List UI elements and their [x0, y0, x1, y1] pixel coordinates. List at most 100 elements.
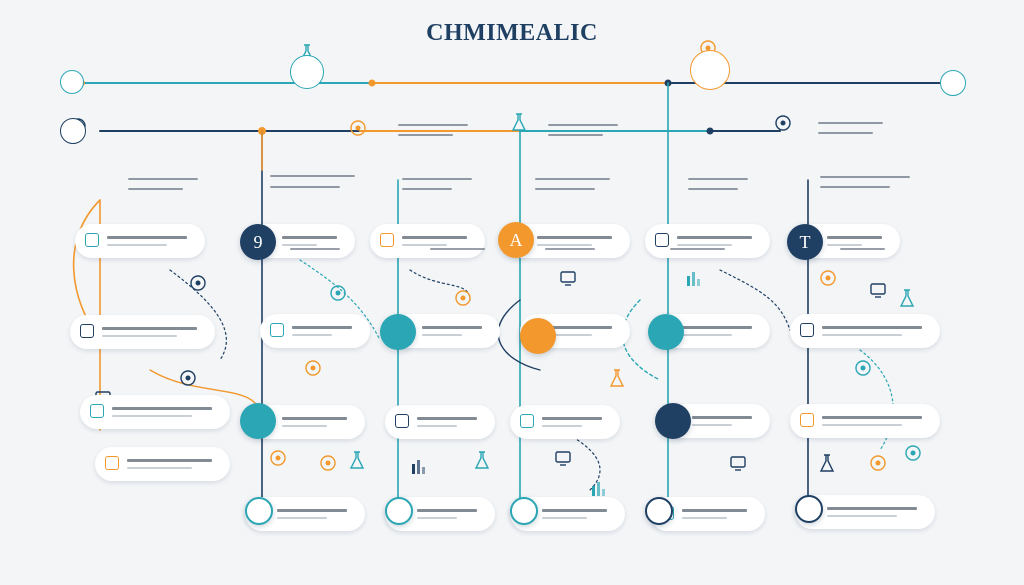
card-text-line	[677, 244, 732, 246]
step-card[interactable]	[70, 315, 215, 349]
flask-icon	[511, 113, 527, 131]
card-text-line	[417, 425, 457, 427]
card-text-line	[112, 415, 192, 417]
beaker-icon	[330, 285, 346, 301]
flask-icon	[380, 233, 394, 247]
annotation-line	[548, 124, 618, 126]
step-card[interactable]	[80, 395, 230, 429]
monitor-icon	[80, 324, 94, 338]
hub-9[interactable]: 9	[240, 224, 276, 260]
card-text-line	[682, 509, 747, 512]
junction-dot	[368, 79, 376, 87]
hub-teal-2[interactable]	[380, 314, 416, 350]
hub-teal-6[interactable]	[510, 497, 538, 525]
flask-icon	[474, 451, 490, 469]
beaker-icon	[870, 455, 886, 471]
card-text-line	[542, 509, 607, 512]
flask-icon	[105, 456, 119, 470]
card-text-line	[422, 334, 462, 336]
card-text-line	[112, 407, 212, 410]
card-text-line	[677, 236, 752, 239]
annotation-line	[548, 134, 603, 136]
card-text-line	[277, 517, 327, 519]
step-card[interactable]	[75, 224, 205, 258]
beaker-icon	[270, 450, 286, 466]
hub-teal-3[interactable]	[648, 314, 684, 350]
card-text-line	[822, 334, 902, 336]
hub-teal-5[interactable]	[385, 497, 413, 525]
annotation-line	[820, 176, 910, 178]
card-text-line	[102, 327, 197, 330]
card-text-line	[537, 236, 612, 239]
hub-navy-1[interactable]	[655, 403, 691, 439]
card-text-line	[827, 507, 917, 510]
annotation-line	[545, 248, 595, 250]
molecule-icon	[870, 283, 886, 298]
card-text-line	[282, 236, 337, 239]
gear-icon	[592, 482, 605, 496]
card-text-line	[102, 335, 177, 337]
ring-icon	[690, 50, 730, 90]
hub-navy-3[interactable]	[645, 497, 673, 525]
molecule-icon	[555, 451, 571, 466]
annotation-line	[820, 186, 890, 188]
card-text-line	[552, 334, 592, 336]
molecule-icon	[520, 414, 534, 428]
step-card[interactable]	[260, 314, 370, 348]
curve-navy	[497, 299, 541, 371]
card-text-line	[282, 417, 347, 420]
hub-teal-1[interactable]	[240, 403, 276, 439]
hub-t[interactable]: T	[787, 224, 823, 260]
card-text-line	[542, 417, 602, 420]
card-text-line	[822, 424, 902, 426]
annotation-line	[430, 248, 485, 250]
hub-a[interactable]: A	[498, 222, 534, 258]
card-text-line	[402, 244, 447, 246]
annotation-line	[688, 178, 748, 180]
beaker-icon	[395, 414, 409, 428]
card-text-line	[537, 244, 592, 246]
beaker-icon	[90, 404, 104, 418]
card-text-line	[282, 425, 327, 427]
step-card[interactable]	[370, 224, 485, 258]
step-card[interactable]	[790, 404, 940, 438]
test-tube-icon	[800, 323, 814, 337]
annotation-line	[402, 188, 452, 190]
beaker-icon	[855, 360, 871, 376]
beaker-icon	[180, 370, 196, 386]
card-text-line	[552, 326, 612, 329]
card-text-line	[127, 459, 212, 462]
step-card[interactable]	[510, 405, 620, 439]
curve-dotted-1	[409, 269, 471, 301]
annotation-line	[270, 175, 355, 177]
card-text-line	[682, 326, 752, 329]
ring-icon	[940, 70, 966, 96]
annotation-line	[818, 132, 873, 134]
beaker-icon	[320, 455, 336, 471]
card-text-line	[822, 326, 922, 329]
curve-dotted-3	[299, 259, 381, 341]
step-card[interactable]	[790, 314, 940, 348]
hub-teal-4[interactable]	[245, 497, 273, 525]
card-text-line	[402, 236, 467, 239]
step-card[interactable]	[385, 405, 495, 439]
beaker-icon	[350, 120, 366, 136]
card-text-line	[822, 416, 922, 419]
annotation-line	[535, 178, 610, 180]
annotation-line	[270, 186, 340, 188]
flask-icon	[819, 454, 835, 472]
molecule-icon	[730, 456, 746, 471]
card-text-line	[422, 326, 482, 329]
flask-icon	[899, 289, 915, 307]
step-card[interactable]	[95, 447, 230, 481]
annotation-line	[398, 134, 453, 136]
step-card[interactable]	[645, 224, 770, 258]
card-text-line	[417, 417, 477, 420]
card-text-line	[277, 509, 347, 512]
annotation-line	[398, 124, 468, 126]
molecule-icon	[560, 271, 576, 286]
gear-icon	[687, 272, 700, 286]
hub-navy-2[interactable]	[795, 495, 823, 523]
card-text-line	[827, 515, 897, 517]
hub-orange-1[interactable]	[520, 318, 556, 354]
